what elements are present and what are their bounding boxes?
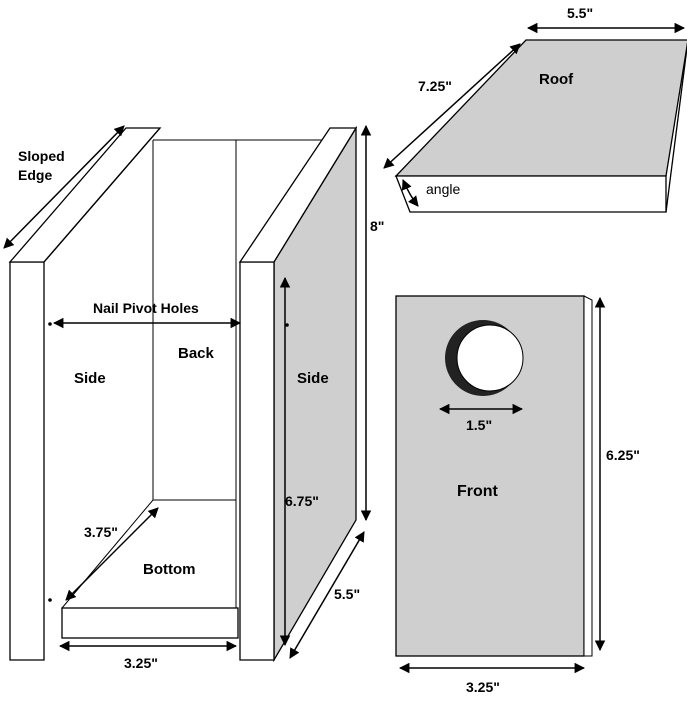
entrance-hole [456,324,524,392]
roof-label: Roof [539,71,574,88]
bottom-nail-hole [48,598,52,602]
side-right-label: Side [297,370,329,387]
left-nail-hole [48,322,52,326]
front-height-label: 6.25" [606,447,640,463]
sloped-edge-label-1: Sloped [18,148,65,164]
roof-width-label: 5.5" [567,5,593,21]
nail-pivot-holes-label: Nail Pivot Holes [93,300,199,316]
bottom-label: Bottom [143,561,196,578]
right-side-panel [238,125,358,663]
inner-height-label: 6.75" [285,493,319,509]
angle-label: angle [426,181,460,197]
side-height-label: 8" [370,218,384,234]
bottom-depth-label: 3.75" [84,524,118,540]
sloped-edge-label-2: Edge [18,167,52,183]
dimension-arrows-front [398,296,606,674]
front-width-label: 3.25" [466,679,500,695]
side-depth-arrow [289,531,365,659]
bottom-width-label: 3.25" [124,655,158,671]
dimension-arrows-roof [383,22,686,207]
dimension-arrows-left [3,124,372,659]
front-panel [395,295,593,657]
side-left-label: Side [74,370,106,387]
angle-arrow [401,179,419,207]
bottom-depth-arrow [65,507,159,601]
back-label: Back [178,345,215,362]
sloped-edge-arrow [3,125,125,249]
roof-length-arrow [383,43,521,169]
front-label: Front [457,483,499,500]
roof-length-label: 7.25" [418,78,452,94]
side-depth-label: 5.5" [334,586,360,602]
hole-diameter-label: 1.5" [466,417,492,433]
